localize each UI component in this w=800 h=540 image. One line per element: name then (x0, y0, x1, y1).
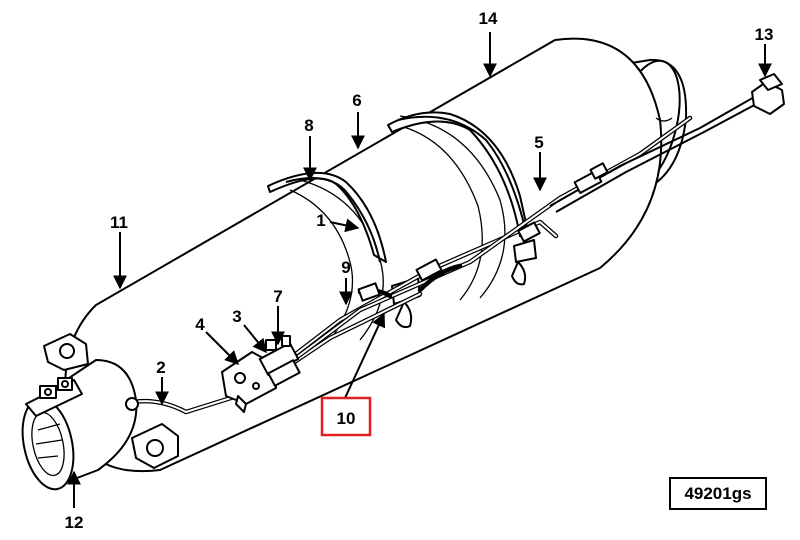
arrow-10 (344, 312, 386, 399)
callout-labels: 14 13 6 8 5 1 11 9 7 3 4 2 10 12 (65, 9, 774, 532)
callout-11: 11 (110, 213, 128, 232)
callout-4: 4 (195, 315, 205, 334)
inline-connectors (415, 162, 609, 282)
arrow-4 (205, 331, 239, 365)
mounting-brackets (43, 333, 179, 469)
callout-12: 12 (65, 513, 84, 532)
callout-9: 9 (341, 258, 350, 277)
callout-2: 2 (156, 358, 165, 377)
leader-arrows (67, 32, 772, 508)
callout-14: 14 (479, 9, 498, 28)
callout-8: 8 (304, 116, 313, 135)
highlight-box-10 (320, 396, 372, 437)
callout-3: 3 (232, 307, 241, 326)
callout-6: 6 (352, 91, 361, 110)
callout-7: 7 (273, 287, 282, 306)
callout-1: 1 (316, 211, 325, 230)
inlet-clamp (25, 377, 83, 417)
sensor-module (221, 335, 301, 413)
sensor-fittings (125, 282, 381, 411)
inlet-end (21, 359, 138, 491)
callout-5: 5 (534, 133, 543, 152)
arrow-1 (329, 218, 360, 233)
figure-code-label: 49201gs (669, 477, 767, 510)
connector-13 (751, 73, 785, 115)
arrow-3 (243, 324, 267, 354)
callout-10: 10 (337, 409, 356, 428)
dpf-canister-body (64, 37, 663, 473)
callout-13: 13 (755, 25, 774, 44)
